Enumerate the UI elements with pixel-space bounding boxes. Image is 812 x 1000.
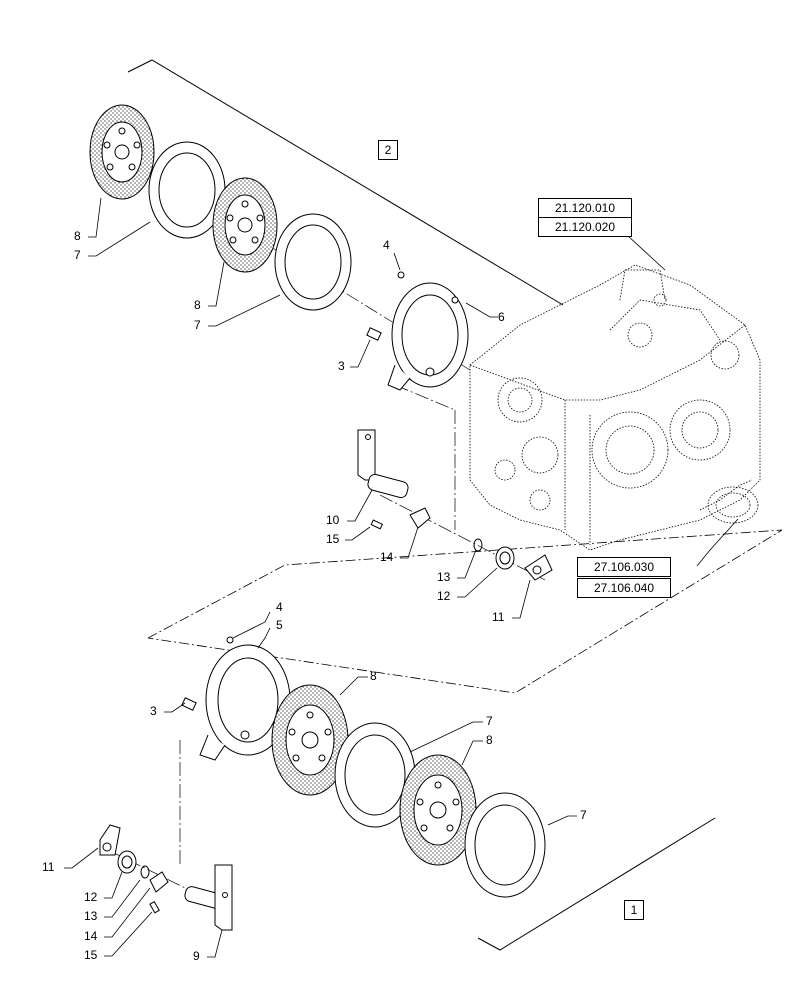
group-bracket-upper xyxy=(127,59,564,306)
ref-cover-2[interactable]: 27.106.040 xyxy=(577,578,671,598)
callout-14-upper: 14 xyxy=(380,550,394,564)
callout-7-lower-1: 7 xyxy=(486,714,493,728)
group-label-lower[interactable]: 1 xyxy=(624,900,644,920)
callout-15-lower: 15 xyxy=(84,948,98,962)
callout-12-lower: 12 xyxy=(84,890,98,904)
ref-housing-1[interactable]: 21.120.010 xyxy=(538,198,632,218)
actuator-plate-lower xyxy=(199,644,291,761)
callout-11-upper: 11 xyxy=(492,610,505,624)
callout-8-upper-2: 8 xyxy=(194,298,201,312)
housing-cover xyxy=(707,486,759,524)
pin-lower xyxy=(149,900,160,914)
callout-12-upper: 12 xyxy=(437,589,451,603)
callout-14-lower: 14 xyxy=(84,929,98,943)
assembly-boundary-line xyxy=(147,529,783,694)
snap-ring-lower xyxy=(140,865,150,879)
cam-lower xyxy=(149,871,169,893)
callout-9-lower: 9 xyxy=(193,949,200,963)
bushing-lower xyxy=(117,850,137,874)
lever-upper xyxy=(524,554,553,581)
lever-lower xyxy=(99,824,121,856)
lever-shaft-upper xyxy=(357,429,409,499)
steel-plate-upper-2 xyxy=(274,213,352,311)
screw-lower xyxy=(181,697,197,711)
callout-13-upper: 13 xyxy=(437,570,451,584)
cam-upper xyxy=(409,507,431,529)
callout-10-upper: 10 xyxy=(326,513,340,527)
ball-upper xyxy=(397,271,405,279)
snap-ring-upper xyxy=(473,538,483,552)
steel-plate-lower-1 xyxy=(334,722,416,828)
actuator-plate-upper xyxy=(387,282,469,391)
steel-plate-lower-2 xyxy=(464,792,546,898)
pin-upper xyxy=(370,519,384,530)
ref-housing-2[interactable]: 21.120.020 xyxy=(538,217,632,237)
friction-disc-upper-2 xyxy=(212,177,278,273)
lever-shaft-lower xyxy=(184,864,233,931)
group-label-upper[interactable]: 2 xyxy=(378,140,398,160)
callout-3-lower: 3 xyxy=(150,704,157,718)
leader-lines xyxy=(64,197,739,958)
group-bracket-lower xyxy=(477,817,716,951)
callout-3-upper: 3 xyxy=(338,359,345,373)
callout-7-upper-2: 7 xyxy=(194,318,201,332)
callout-8-lower-1: 8 xyxy=(370,669,377,683)
transmission-housing xyxy=(469,264,761,551)
callout-8-lower-2: 8 xyxy=(486,733,493,747)
callout-4-upper: 4 xyxy=(383,238,390,252)
callout-7-upper-1: 7 xyxy=(74,248,81,262)
callout-4-lower: 4 xyxy=(276,600,283,614)
steel-plate-upper-1 xyxy=(148,141,226,239)
callout-6-upper: 6 xyxy=(498,310,505,324)
callout-8-upper-1: 8 xyxy=(74,229,81,243)
callout-11-lower: 11 xyxy=(42,860,55,874)
bushing-upper xyxy=(495,546,515,570)
callout-13-lower: 13 xyxy=(84,909,98,923)
ref-cover-1[interactable]: 27.106.030 xyxy=(577,557,671,577)
friction-disc-lower-1 xyxy=(271,684,349,796)
screw-upper xyxy=(366,327,382,341)
callout-15-upper: 15 xyxy=(326,532,340,546)
callout-7-lower-2: 7 xyxy=(580,808,587,822)
friction-disc-upper-1 xyxy=(89,104,155,200)
friction-disc-lower-2 xyxy=(399,754,477,866)
callout-5-lower: 5 xyxy=(276,618,283,632)
ball-lower xyxy=(226,636,234,644)
